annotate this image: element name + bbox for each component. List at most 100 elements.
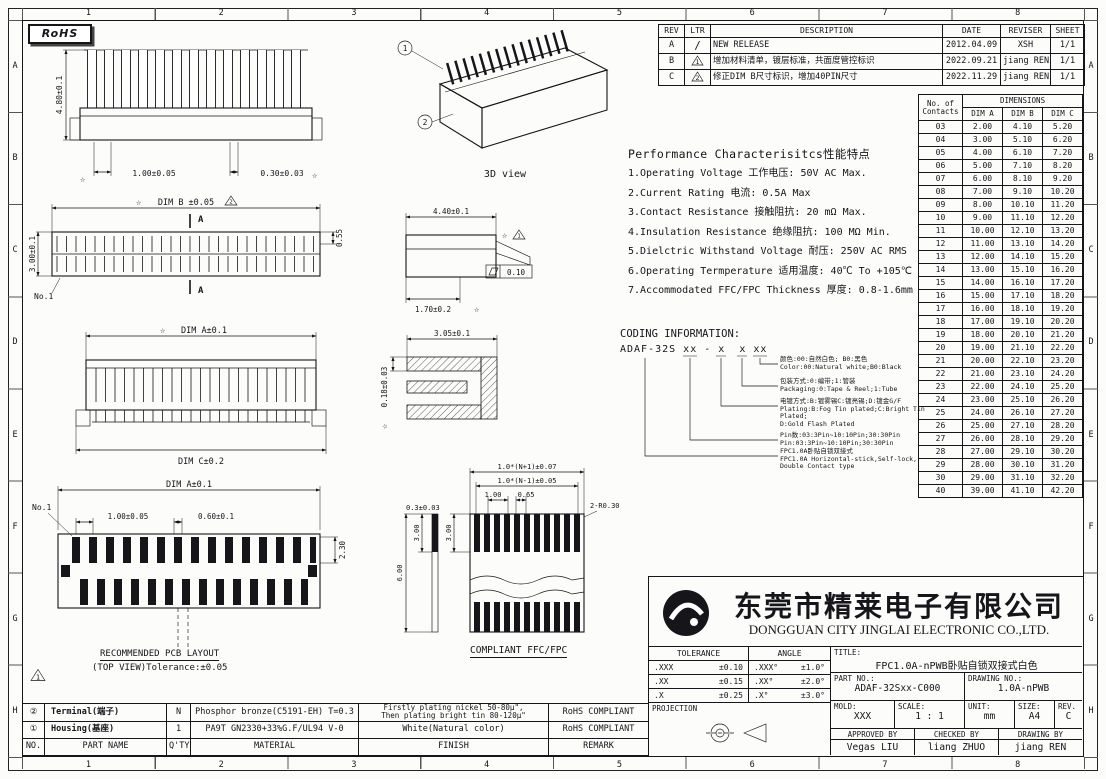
description-header: DESCRIPTION <box>710 24 943 38</box>
dim-c-header: DIM C <box>1041 107 1084 121</box>
revision-triangle-mark <box>224 195 238 206</box>
pin-comb <box>445 28 575 85</box>
dim-pad-width: 0.60±0.1 <box>198 512 234 521</box>
grid-label: D <box>12 337 18 348</box>
drawing-no-cell: DRAWING NO.: 1.0A-nPWB <box>965 673 1082 701</box>
anchor-pad <box>61 565 70 577</box>
grid-label: 7 <box>882 8 888 18</box>
dim-a-header: DIM A <box>962 107 1003 121</box>
tolerance-row: .XX±0.15 <box>649 675 749 689</box>
dim-pin-width: 0.30±0.03 <box>260 169 304 178</box>
grid-label: F <box>12 521 18 532</box>
flatness-symbol-icon <box>488 267 499 276</box>
drawing-number: 1.0A-nPWB <box>997 683 1050 694</box>
dim-exposed: 3.00 <box>445 525 453 542</box>
grid-label: B <box>1088 153 1094 164</box>
dim-thickness: 0.3±0.03 <box>406 504 440 512</box>
title-label: TITLE: <box>834 648 862 657</box>
pin1-label: No.1 <box>34 292 53 301</box>
svg-text:1: 1 <box>517 234 520 240</box>
flatness-control-frame <box>485 264 533 279</box>
pin1-label: No.1 <box>32 503 51 512</box>
dim-depth: 3.00±0.1 <box>28 236 37 272</box>
grid-label: 3 <box>351 760 357 770</box>
scale-cell: SCALE:1 : 1 <box>895 701 965 729</box>
grid-label: A <box>1088 61 1094 72</box>
grid-label: 5 <box>616 8 622 18</box>
coplanarity-star-mark: ☆ <box>80 175 86 185</box>
drawing-title: FPC1.0A-nPWB卧贴自锁双接式白色 <box>875 661 1038 672</box>
part-number-circle: ① <box>22 720 45 739</box>
front-view-drawing: 4.80±0.1 1.00±0.05 0.30±0.03 ☆ ☆ <box>55 49 323 185</box>
approved-by-name: Vegas LIU <box>846 742 899 753</box>
drawing-by-cell: DRAWING BY jiang REN <box>999 729 1082 755</box>
grid-label: 2 <box>218 8 224 18</box>
projection-cell: PROJECTION <box>649 703 831 755</box>
grid-label: F <box>1088 521 1094 532</box>
pin-comb <box>84 50 308 108</box>
revision-table: REV LTR DESCRIPTION DATE REVISER SHEET A… <box>658 24 1085 86</box>
tolerance-row: .X±0.25 <box>649 689 749 703</box>
solder-tails <box>92 410 310 422</box>
grid-label: 6 <box>749 8 755 18</box>
title-block: 东莞市精莱电子有限公司 DONGGUAN CITY JINGLAI ELECTR… <box>648 576 1084 757</box>
coplanarity-star-mark: ☆ <box>136 198 142 208</box>
svg-text:2: 2 <box>696 74 700 82</box>
angle-row: .XXX°±1.0° <box>749 661 831 675</box>
dim-width-inner: 1.0*(N-1)±0.05 <box>497 477 556 485</box>
top-view-drawing: ☆ DIM B ±0.05 2 3.00±0.1 0.55 No.1 A A <box>28 195 344 301</box>
grid-ticks-right <box>1084 20 1098 758</box>
revision-row: B 1 增加材料清单，镀层标准，共面度管控标识 2022.09.21 jiang… <box>658 53 1085 70</box>
coding-note-packaging: 包装方式:0:编带;1:管装 Packaging:0:Tape & Reel;1… <box>780 377 898 393</box>
coplanarity-star-mark: ☆ <box>502 231 508 241</box>
grid-label: E <box>12 429 18 440</box>
drawing-by-name: jiang REN <box>1014 742 1067 753</box>
revision-row: A / NEW RELEASE 2012.04.09 XSH 1/1 <box>658 37 1085 54</box>
unit-cell: UNIT:mm <box>965 701 1015 729</box>
performance-item: 5.Dielctric Withstand Voltage 耐压: 250V A… <box>628 246 907 257</box>
grid-label: 7 <box>882 760 888 770</box>
part-number-code: ADAF-32S xx - x x xx <box>620 344 768 355</box>
grid-ticks-top <box>22 8 1085 20</box>
performance-item: 4.Insulation Resistance 绝缘阻抗: 100 MΩ Min… <box>628 226 891 238</box>
company-name-en: DONGGUAN CITY JINGLAI ELECTRONIC CO.,LTD… <box>748 622 1050 637</box>
dim-height: 4.80±0.1 <box>55 76 64 115</box>
angle-row: .X°±3.0° <box>749 689 831 703</box>
dim-radius: 2-R0.30 <box>590 502 620 510</box>
mold-cell: MOLD:XXX <box>831 701 895 729</box>
dims-corner-header: No. of Contacts <box>918 94 963 121</box>
dim-c-label: DIM C±0.2 <box>178 457 224 467</box>
grid-label: 3 <box>351 8 357 18</box>
ffc-caption: COMPLIANT FFC/FPC <box>470 645 568 658</box>
grid-label: H <box>1088 705 1094 716</box>
svg-text:2: 2 <box>229 200 232 206</box>
dim-length: 4.40±0.1 <box>433 207 469 216</box>
pcb-layout-caption: RECOMMENDED PCB LAYOUT <box>100 649 220 661</box>
grid-label: 5 <box>616 760 622 770</box>
dim-b-header: DIM B <box>1002 107 1043 121</box>
company-name-cn: 东莞市精莱电子有限公司 <box>733 590 1064 623</box>
tolerance-row: .XXX±0.10 <box>649 661 749 675</box>
section-view-drawing: 3.05±0.1 0.18±0.03 ☆ <box>380 329 498 429</box>
dim-lock: 0.55 <box>335 229 344 247</box>
grid-label: 2 <box>218 760 224 770</box>
section-label-top: A <box>198 215 204 225</box>
rohs-logo: RoHS <box>28 24 92 44</box>
rev-cell: REV.C <box>1055 701 1082 729</box>
coding-note-color: 颜色:00:自然白色; B0:黑色 Color:00:Natural white… <box>780 355 902 371</box>
iso-view-label: 3D view <box>484 169 527 180</box>
